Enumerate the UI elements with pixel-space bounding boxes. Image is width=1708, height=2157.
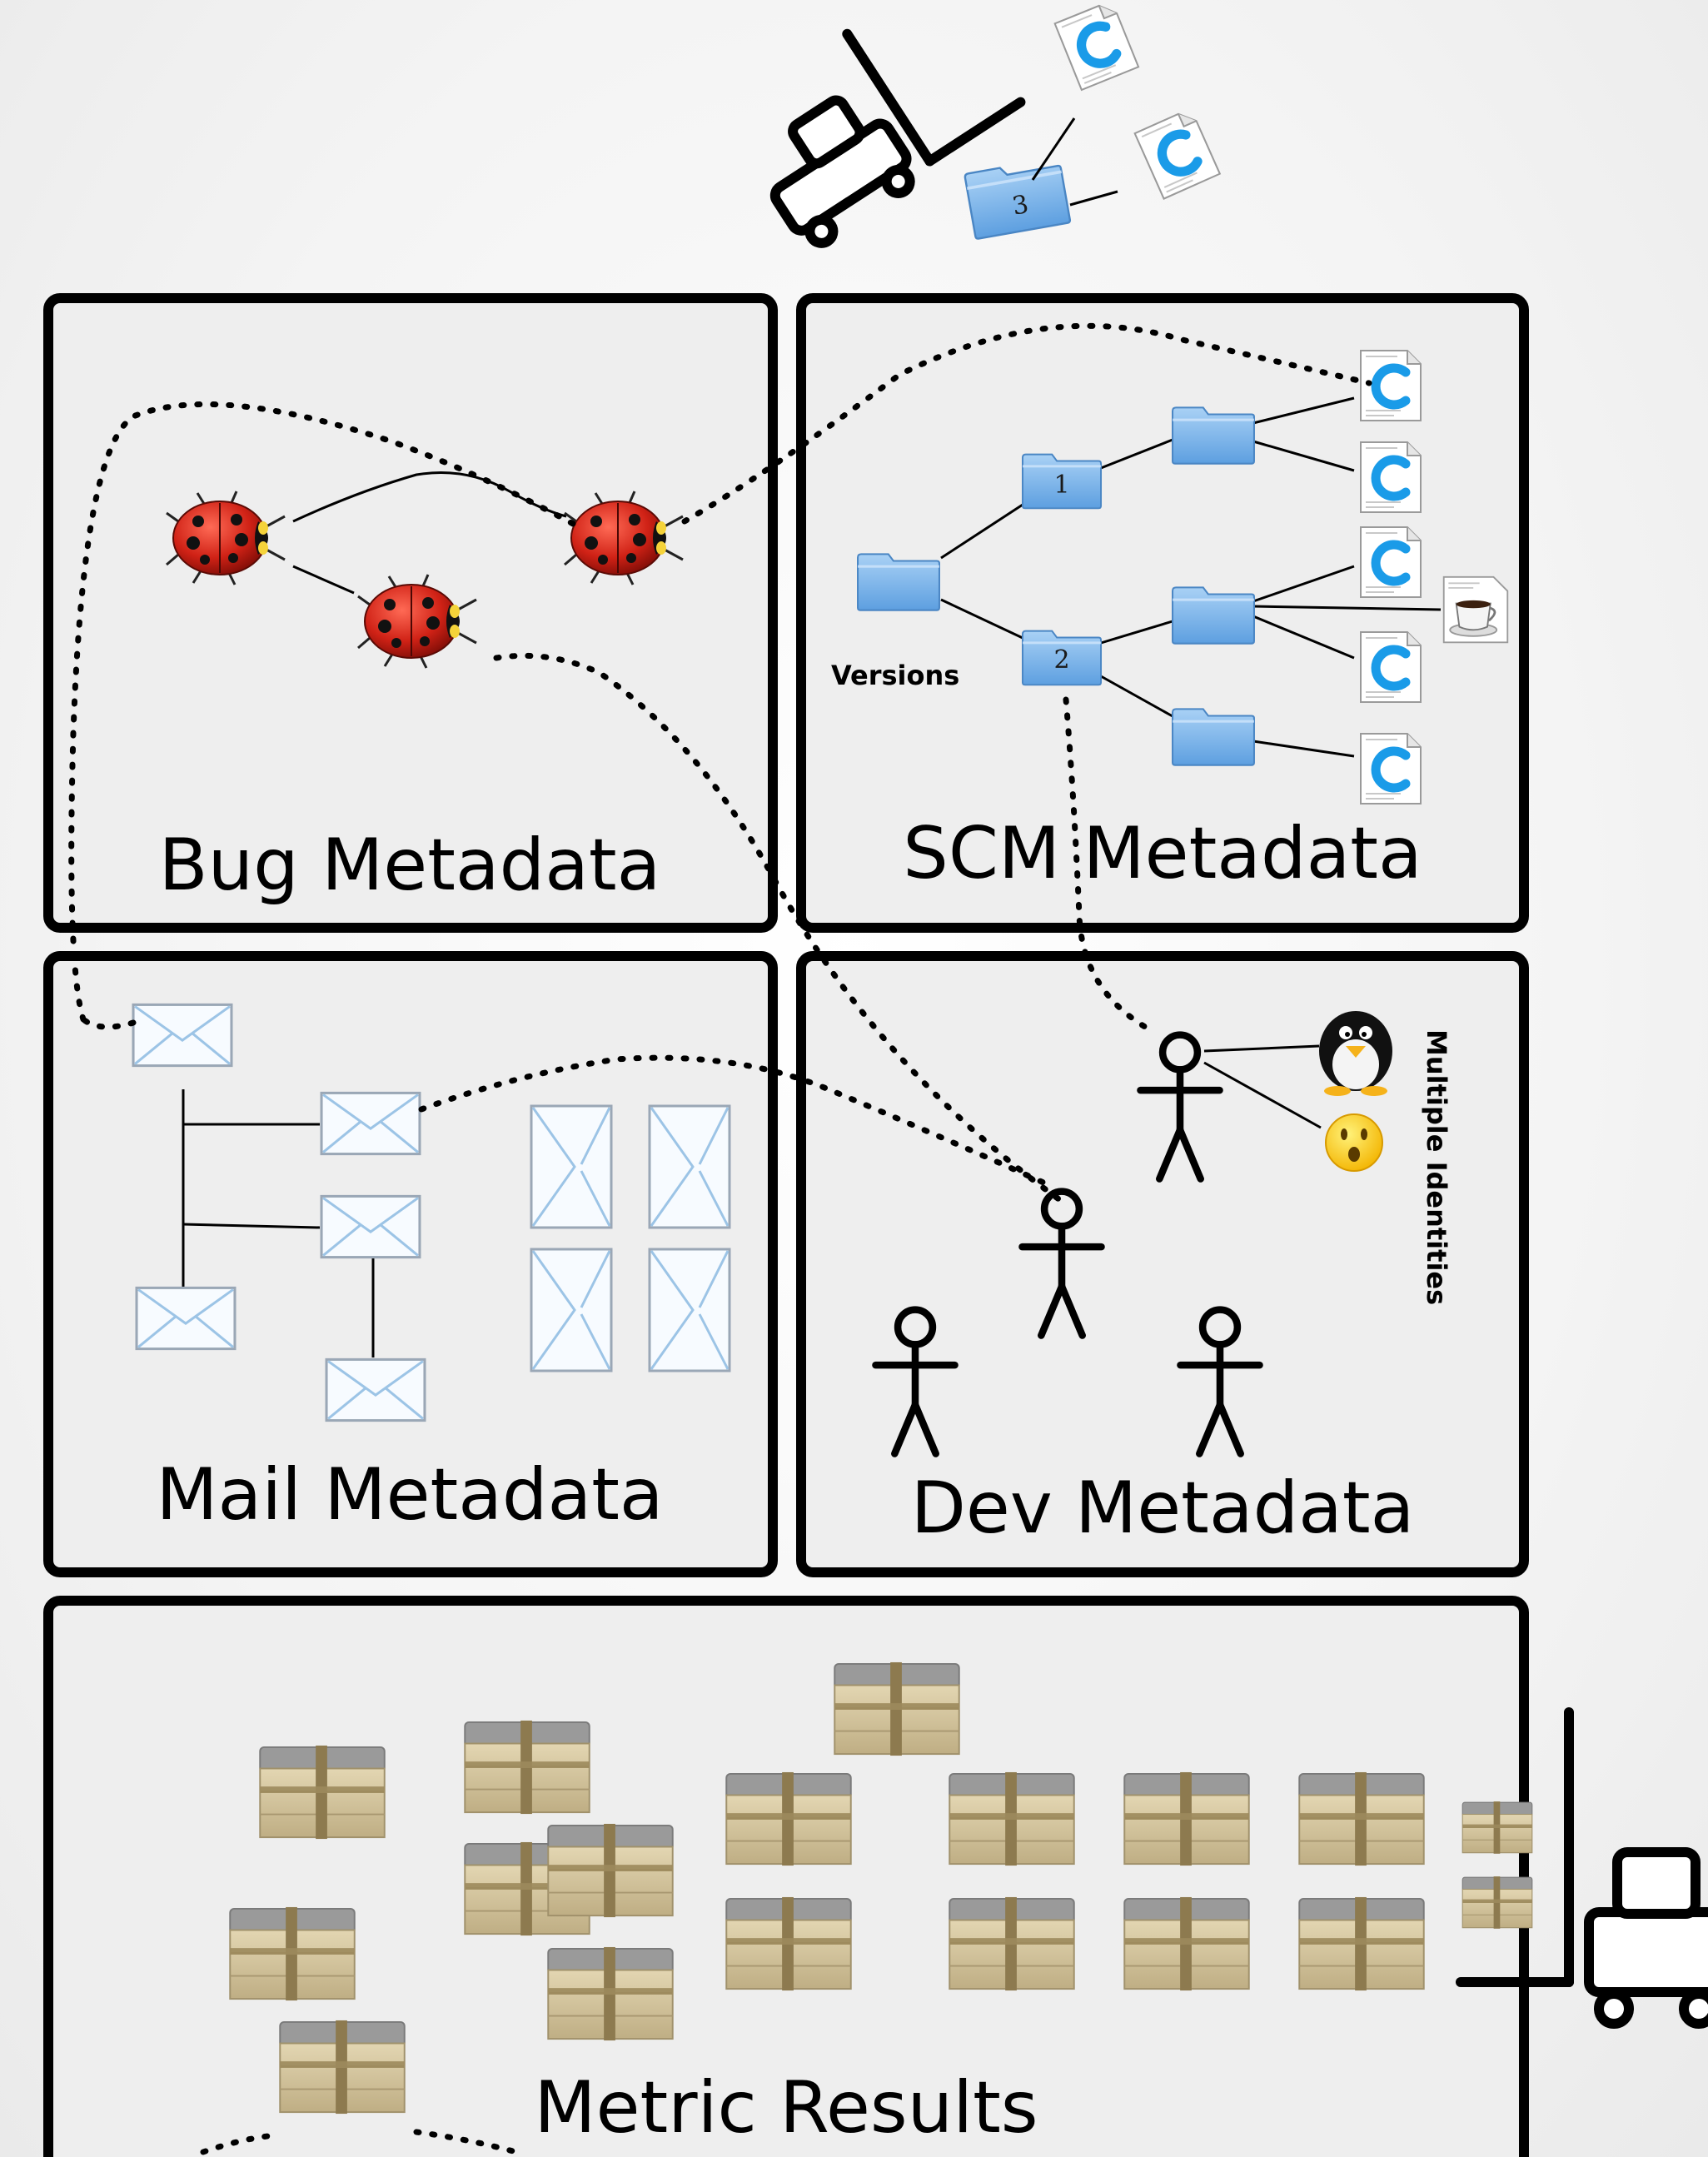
subfolder-c-icon [1172,708,1255,766]
envelope-stack-1-icon [530,1104,613,1229]
crate-icon [464,1719,590,1816]
metric-results-title: Metric Results [534,2066,1038,2150]
c-file-5-icon [1361,734,1421,804]
forklift-bottom-icon [1456,1707,1708,2029]
c-file-3-icon [1361,527,1421,597]
scm-metadata-title: SCM Metadata [903,812,1422,895]
penguin-icon [1319,1011,1392,1096]
bug-links [292,471,567,595]
forklift-top-icon: 3 [769,0,1220,248]
bug-metadata-title: Bug Metadata [159,824,661,907]
java-file-icon [1442,575,1509,644]
dotted-connections [68,322,1372,2155]
envelope-stack-3-icon [530,1248,613,1372]
crate-icon [949,1771,1075,1867]
dev-metadata-panel [796,951,1529,1577]
c-file-top-2-icon [1135,108,1220,198]
folder-2-icon: 2 [1021,630,1103,686]
dotted-link-bottom-left [200,2132,278,2155]
folder-2-label: 2 [1053,645,1069,675]
crate-small-icon [1462,1801,1533,1855]
multiple-identities-label: Multiple Identities [1421,1029,1452,1305]
dev-metadata-title: Dev Metadata [911,1467,1415,1550]
crate-icon [725,1895,852,1992]
envelope-3-icon [320,1194,421,1259]
envelope-1-icon [132,1003,233,1068]
crate-icon [1123,1895,1250,1992]
envelope-stack-4-icon [648,1248,731,1372]
crate-icon [1298,1895,1425,1992]
scm-metadata-panel [796,293,1529,933]
mail-thread-links [182,1089,375,1357]
root-folder-icon [857,553,940,611]
dotted-link-scm-to-dev [1063,696,1153,1033]
crate-icon [279,2019,406,2115]
dotted-link-mail-to-dev [418,1054,1054,1189]
envelope-5-icon [325,1357,426,1422]
folder-3-icon: 3 [963,156,1072,241]
c-file-4-icon [1361,632,1421,702]
folder-1-label: 1 [1053,471,1069,500]
identity-links [1203,1044,1322,1129]
envelope-stack-2-icon [648,1104,731,1229]
crate-small-icon [1462,1876,1533,1930]
envelope-2-icon [320,1091,421,1156]
crate-icon [547,1945,674,2042]
folder-1-icon: 1 [1021,453,1103,510]
mail-metadata-title: Mail Metadata [156,1453,663,1537]
crate-icon [1298,1771,1425,1867]
crate-icon [725,1771,852,1867]
crate-icon [229,1905,356,2002]
crate-icon [1123,1771,1250,1867]
dotted-link-bug-to-dev [493,652,1069,1208]
crate-icon [259,1744,386,1841]
crate-icon [834,1661,960,1757]
subfolder-b-icon [1172,586,1255,645]
dotted-link-bottom-right [413,2129,520,2155]
smiley-icon [1325,1113,1383,1172]
envelope-4-icon [135,1286,237,1351]
c-file-2-icon [1361,442,1421,512]
c-file-top-1-icon [1055,1,1138,90]
dotted-link-mail-envelope [80,1016,137,1030]
dotted-link-bug-to-scm [681,322,1372,525]
versions-label: Versions [831,660,959,691]
subfolder-a-icon [1172,406,1255,465]
dotted-link-mail-to-bug [68,401,578,1023]
crate-icon [949,1895,1075,1992]
scm-tree-links [940,396,1442,758]
crate-icon [547,1822,674,1919]
